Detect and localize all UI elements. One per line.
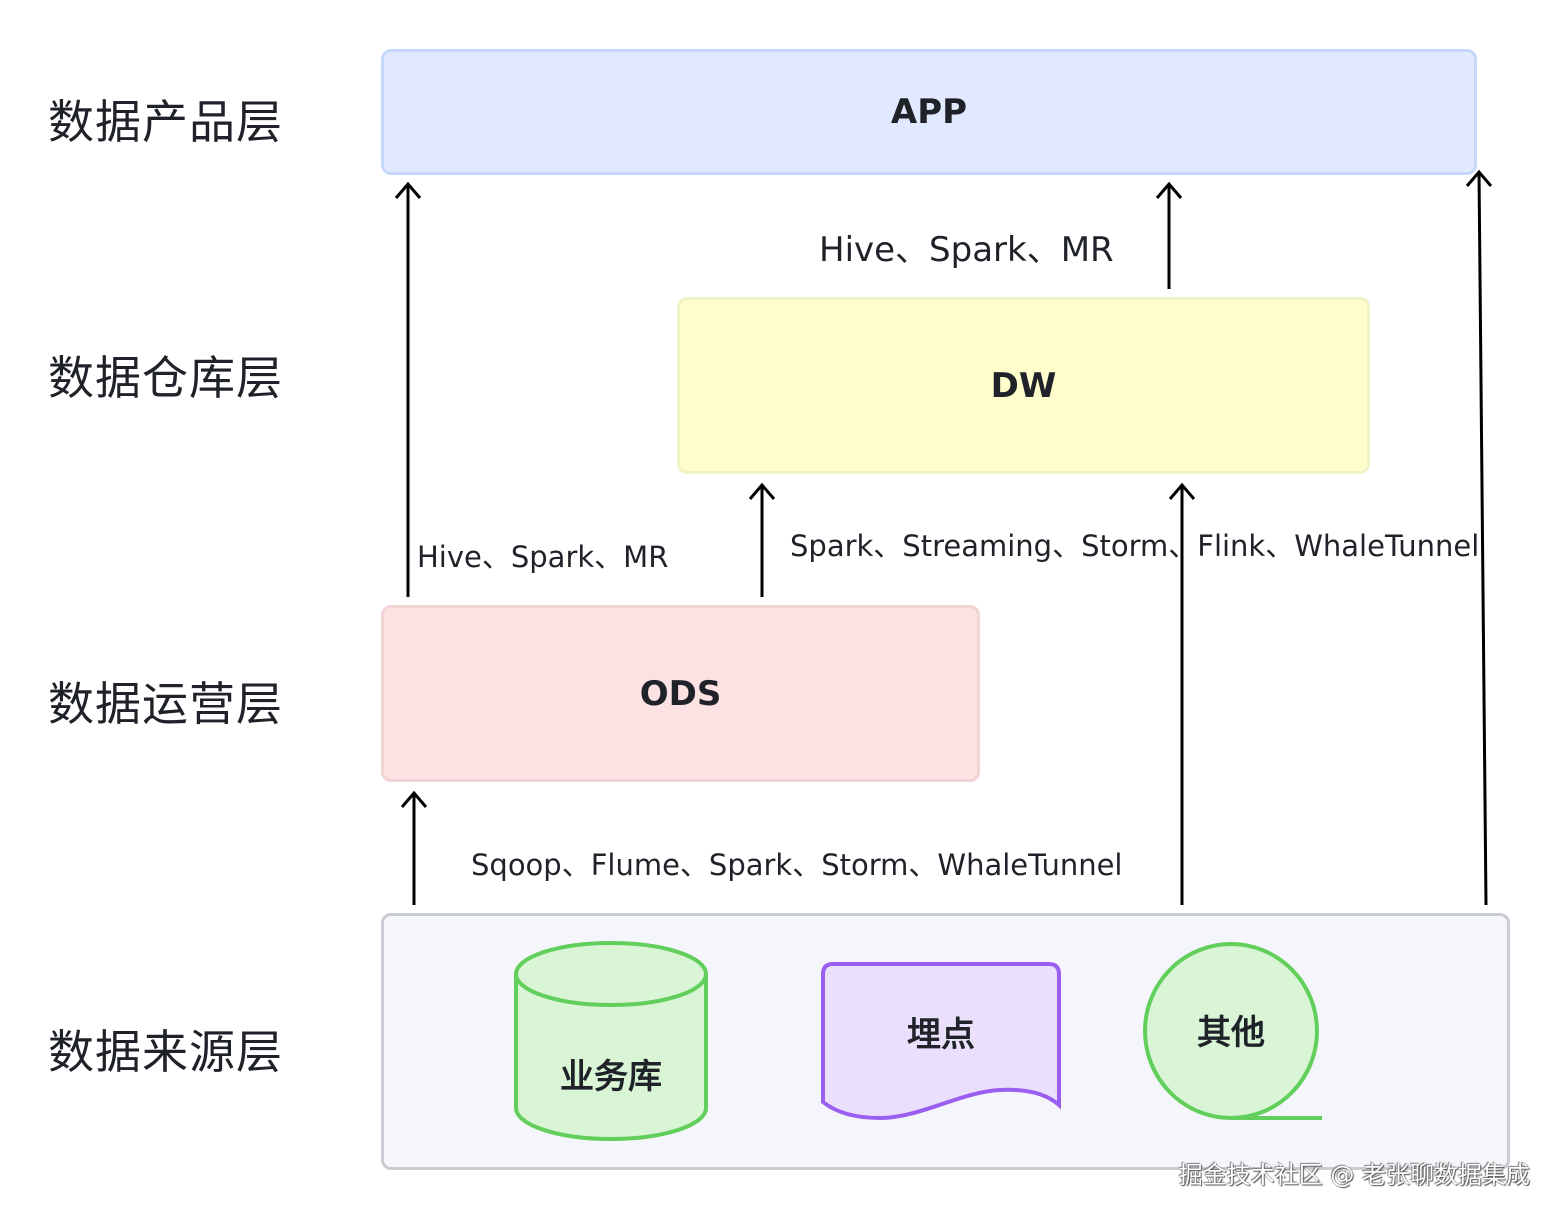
edge-label-sources-to-ods: Sqoop、Flume、Spark、Storm、WhaleTunnel xyxy=(471,848,1123,882)
ods-box: ODS xyxy=(381,605,980,782)
layer-label-product: 数据产品层 xyxy=(48,95,283,149)
arrow-ods-to-dw xyxy=(748,482,776,597)
watermark: 掘金技术社区 @ 老张聊数据集成 xyxy=(1178,1161,1530,1189)
dw-box-label: DW xyxy=(990,365,1057,406)
arrow-dw-to-app xyxy=(1155,181,1183,289)
layer-label-warehouse: 数据仓库层 xyxy=(48,351,283,405)
other-label: 其他 xyxy=(1197,1013,1265,1053)
ods-box-label: ODS xyxy=(639,673,722,714)
app-box: APP xyxy=(381,49,1477,175)
app-box-label: APP xyxy=(890,92,968,132)
edge-label-dw-to-app: Hive、Spark、MR xyxy=(819,230,1114,270)
edge-label-realtime: Spark、Streaming、Storm、Flink、WhaleTunnel xyxy=(790,529,1480,563)
business-db-cylinder-icon: 业务库 xyxy=(514,941,708,1141)
arrow-ods-to-app xyxy=(394,181,422,597)
other-circle-icon: 其他 xyxy=(1143,942,1322,1120)
tracking-label: 埋点 xyxy=(907,1015,975,1055)
arrow-sources-to-dw xyxy=(1168,482,1196,905)
dw-box: DW xyxy=(677,297,1370,474)
business-db-label: 业务库 xyxy=(560,1057,662,1097)
layer-label-operation: 数据运营层 xyxy=(48,677,283,731)
layer-label-source: 数据来源层 xyxy=(48,1025,283,1079)
arrow-sources-to-app xyxy=(1465,169,1493,906)
tracking-document-icon: 埋点 xyxy=(821,962,1061,1121)
edge-label-ods-to-app: Hive、Spark、MR xyxy=(417,540,669,574)
arrow-sources-to-ods xyxy=(400,790,428,905)
